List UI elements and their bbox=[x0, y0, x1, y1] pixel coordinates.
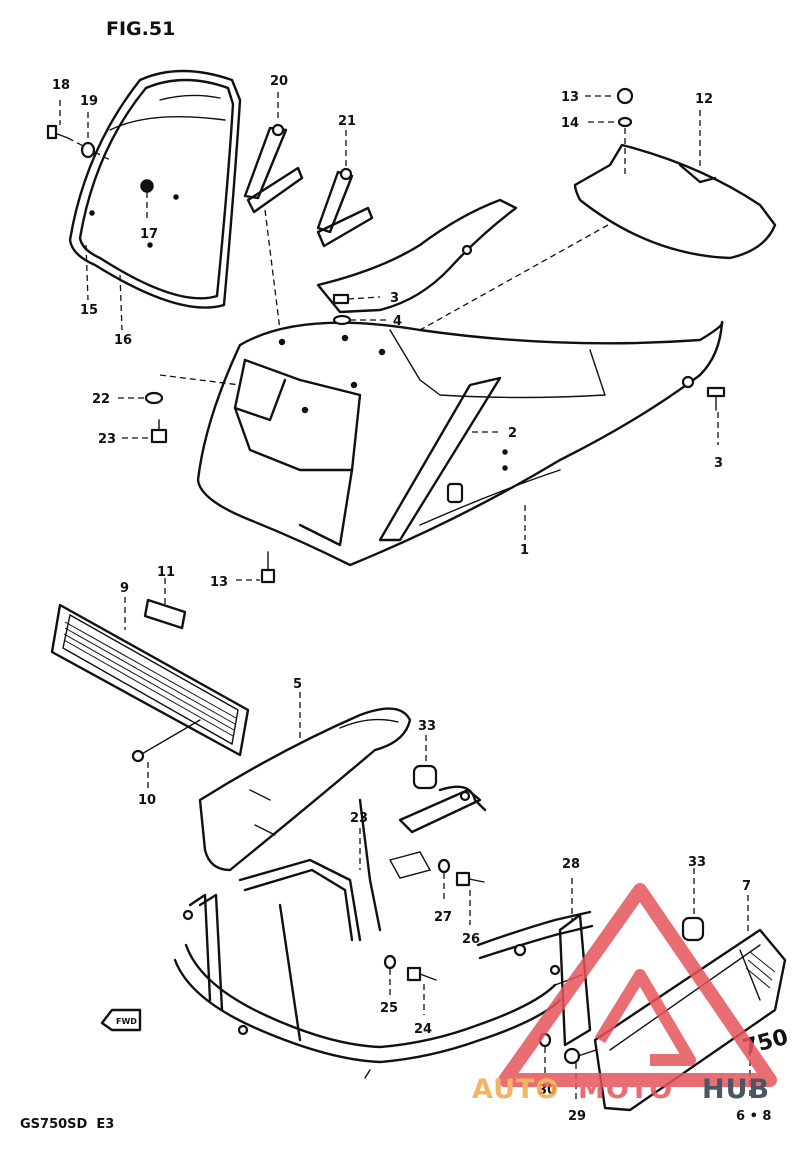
screw-31 bbox=[563, 1047, 597, 1100]
windscreen bbox=[68, 69, 242, 309]
callout-labels: 18 19 17 15 16 20 21 13 14 12 3 4 22 21 … bbox=[52, 74, 771, 1124]
bolt-3-side bbox=[706, 386, 726, 445]
callout-22: 21 bbox=[338, 114, 356, 129]
bolt-3-top bbox=[332, 293, 381, 305]
watermark-auto: AUTO bbox=[472, 1074, 559, 1105]
figure-title: FIG.51 bbox=[106, 18, 175, 40]
callout-19: 18 bbox=[52, 78, 70, 93]
callout-26: 24 bbox=[414, 1022, 432, 1037]
nut-14 bbox=[585, 87, 634, 105]
callout-9: 9 bbox=[120, 581, 129, 596]
callout-12: 12 bbox=[695, 92, 713, 107]
callout-30: 28 bbox=[562, 857, 580, 872]
upper-fairing bbox=[196, 209, 724, 567]
washer-27 bbox=[383, 954, 397, 995]
washer-4 bbox=[332, 314, 386, 326]
watermark-hub: HUB bbox=[702, 1074, 770, 1105]
inner-panel-5 bbox=[198, 692, 412, 872]
washer-15 bbox=[588, 116, 633, 175]
callout-4: 4 bbox=[393, 314, 402, 329]
callout-3-side: 3 bbox=[714, 456, 723, 471]
fwd-label: FWD bbox=[116, 1017, 137, 1026]
bracket-22 bbox=[316, 130, 374, 248]
callout-27: 25 bbox=[380, 1001, 398, 1016]
callout-10: 10 bbox=[138, 793, 156, 808]
washer-20 bbox=[80, 112, 96, 159]
callout-14: 13 bbox=[561, 90, 579, 105]
callout-33-b: 33 bbox=[688, 855, 706, 870]
bolt-19 bbox=[46, 100, 111, 161]
fairing-frame-25 bbox=[173, 785, 594, 1079]
callout-28: 26 bbox=[462, 932, 480, 947]
callout-11: 11 bbox=[157, 565, 175, 580]
screw-10 bbox=[131, 719, 201, 790]
fairing-stay bbox=[316, 198, 518, 314]
callout-18: 17 bbox=[140, 227, 158, 242]
callout-33-a: 33 bbox=[418, 719, 436, 734]
callout-21: 20 bbox=[270, 74, 288, 89]
callout-5: 5 bbox=[293, 677, 302, 692]
callout-3-top: 3 bbox=[390, 291, 399, 306]
callout-20: 19 bbox=[80, 94, 98, 109]
model-code: GS750SD E3 bbox=[20, 1117, 114, 1132]
callout-29: 27 bbox=[434, 910, 452, 925]
bolt-28 bbox=[455, 871, 485, 925]
pad-11 bbox=[143, 578, 187, 630]
callout-25: 23 bbox=[350, 811, 368, 826]
bolt-23 bbox=[122, 419, 168, 444]
callout-31: 29 bbox=[568, 1109, 586, 1124]
callout-23-label: 23 bbox=[98, 432, 116, 447]
grommet-33-a bbox=[412, 735, 438, 790]
bolt-13 bbox=[236, 551, 276, 584]
nut-18 bbox=[140, 179, 154, 222]
callout-1: 1 bbox=[520, 543, 529, 558]
callout-17: 16 bbox=[114, 333, 132, 348]
callout-2: 2 bbox=[508, 426, 517, 441]
callout-6-8: 6 • 8 bbox=[736, 1109, 771, 1124]
panel-12 bbox=[573, 110, 777, 260]
watermark-logo: AUTO MOTO HUB bbox=[472, 883, 777, 1105]
washer-24 bbox=[118, 374, 241, 405]
callout-7: 7 bbox=[742, 879, 751, 894]
washer-29 bbox=[437, 858, 451, 903]
grommet-33-b bbox=[681, 868, 705, 942]
meter-panel-9 bbox=[50, 597, 250, 757]
callout-15: 14 bbox=[561, 116, 579, 131]
bolt-26 bbox=[406, 966, 437, 1015]
bracket-21 bbox=[243, 92, 304, 214]
callout-16: 15 bbox=[80, 303, 98, 318]
watermark-moto: MOTO bbox=[578, 1074, 673, 1105]
fwd-arrow-icon: FWD bbox=[100, 1008, 142, 1032]
callout-24: 22 bbox=[92, 392, 110, 407]
callout-13-label: 13 bbox=[210, 575, 228, 590]
